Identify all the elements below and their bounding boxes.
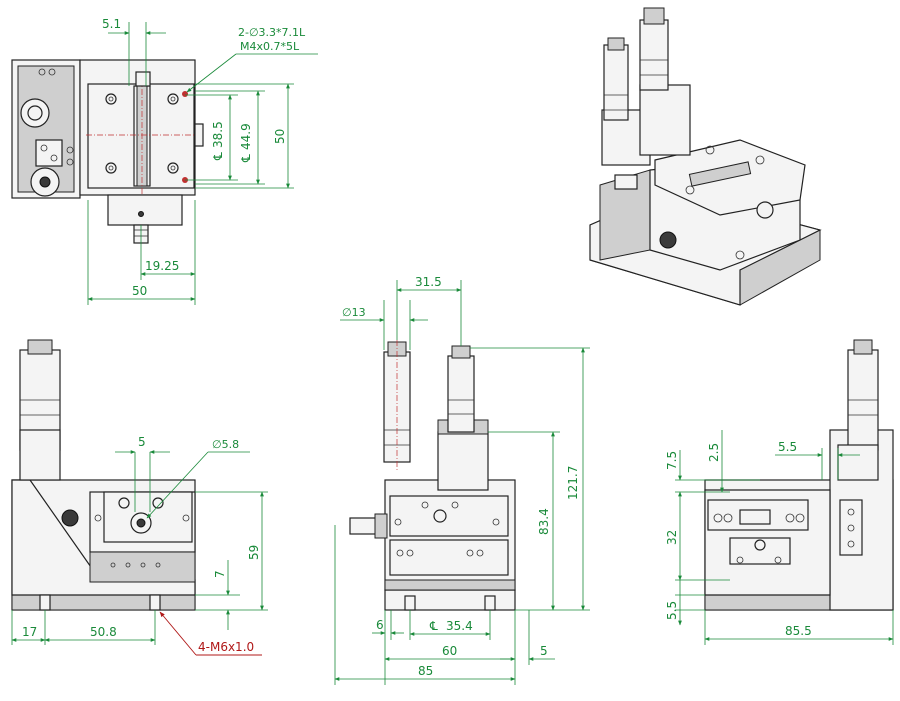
dim-85: 85 [418, 664, 433, 678]
dim-19-25: 19.25 [145, 259, 179, 273]
dim-2-5: 2.5 [707, 443, 721, 462]
dim-5-5-top: 5.5 [778, 440, 797, 454]
dim-50-vertical: 50 [273, 129, 287, 144]
dim-17: 17 [22, 625, 37, 639]
thread-callout: 4-M6x1.0 [198, 640, 254, 654]
dim-83-4: 83.4 [537, 508, 551, 535]
dim-121-7: 121.7 [566, 466, 580, 500]
dim-left-5: 5 [138, 435, 146, 449]
dim-60: 60 [442, 644, 457, 658]
dim-50-8: 50.8 [90, 625, 117, 639]
top-view: 5.1 2-∅3.3*7.1L M4x0.7*5L 38.5 ℄ 44.9 ℄ … [11, 17, 318, 305]
dim-85-5: 85.5 [785, 624, 812, 638]
dim-front-6: 6 [376, 618, 384, 632]
dim-38-5: 38.5 [211, 121, 225, 148]
dim-31-5: 31.5 [415, 275, 442, 289]
isometric-view [589, 7, 822, 306]
front-centerline: ℄ [429, 619, 438, 633]
left-side-view: 5 ∅5.8 59 7 17 50.8 4-M6x1.0 [11, 339, 268, 656]
top-centerline-a: ℄ [211, 152, 225, 161]
dim-59: 59 [247, 545, 261, 560]
dim-front-5: 5 [540, 644, 548, 658]
front-view: ∅13 31.5 121.7 83.4 6 ℄ 35.4 60 5 85 [334, 275, 590, 685]
dim-dia-13: ∅13 [342, 306, 366, 319]
dim-7-5: 7.5 [665, 451, 679, 470]
top-centerline-b: ℄ [239, 154, 253, 163]
dim-7: 7 [213, 570, 227, 578]
dim-50-horizontal: 50 [132, 284, 147, 298]
dim-5-1: 5.1 [102, 17, 121, 31]
dim-44-9: 44.9 [239, 123, 253, 150]
right-side-view: 7.5 2.5 5.5 32 5.5 85.5 [665, 339, 894, 645]
hole-note-1: 2-∅3.3*7.1L [238, 26, 306, 39]
hole-note-2: M4x0.7*5L [240, 40, 300, 53]
dim-35-4: 35.4 [446, 619, 473, 633]
dim-5-5-bottom: 5.5 [665, 601, 679, 620]
dim-dia-5-8: ∅5.8 [212, 438, 239, 451]
dim-32: 32 [665, 530, 679, 545]
